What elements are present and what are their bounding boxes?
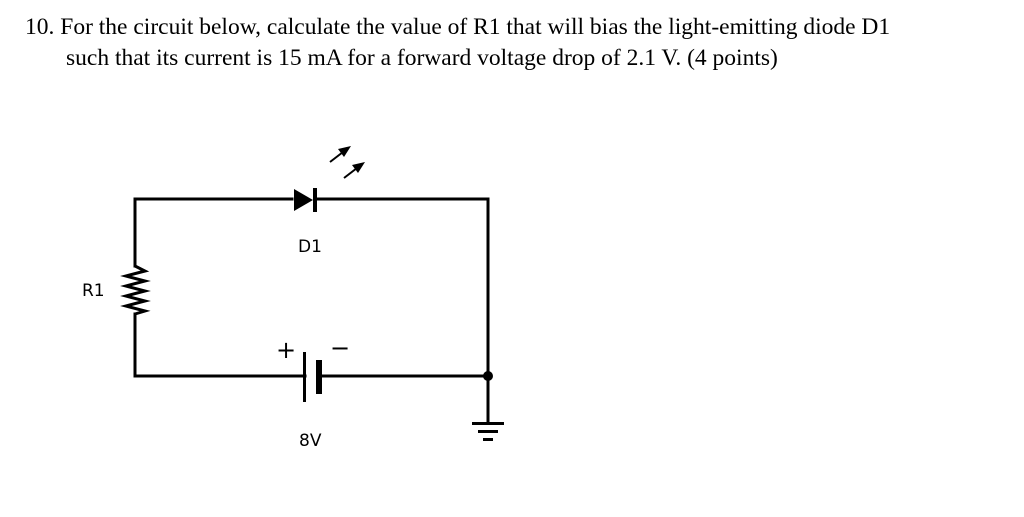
emission-arrow-1-shaft <box>329 151 344 163</box>
question-line-2: such that its current is 15 mA for a for… <box>66 45 778 71</box>
resistor-symbol <box>120 264 151 316</box>
question-line-1: 10. For the circuit below, calculate the… <box>25 12 1015 43</box>
resistor-label: R1 <box>82 281 105 301</box>
ground-line-3 <box>483 438 493 441</box>
diode-triangle <box>294 189 313 211</box>
ground-line-2 <box>478 430 498 433</box>
battery-plus-sign: + <box>276 336 296 364</box>
battery-voltage-label: 8V <box>299 431 322 451</box>
diode-label: D1 <box>298 237 322 257</box>
question-line-1-text: For the circuit below, calculate the val… <box>60 14 891 40</box>
junction-dot <box>483 371 493 381</box>
led-diode-symbol <box>294 188 317 212</box>
ground-line-1 <box>472 422 504 425</box>
question-number: 10. <box>25 14 55 40</box>
battery-long-plate <box>303 352 306 402</box>
question-text: 10. For the circuit below, calculate the… <box>25 12 1015 74</box>
battery-symbol <box>303 352 322 402</box>
light-emission-arrows <box>329 146 365 179</box>
ground-symbol <box>472 422 504 441</box>
emission-arrow-2-shaft <box>343 167 358 179</box>
emission-arrow-1-head <box>338 146 351 157</box>
battery-short-plate <box>316 360 322 394</box>
top-right-wire <box>315 197 490 378</box>
emission-arrow-2-head <box>352 162 365 173</box>
diode-cathode-bar <box>313 188 317 212</box>
battery-minus-sign: − <box>330 334 350 362</box>
left-lower-wire <box>133 312 307 378</box>
